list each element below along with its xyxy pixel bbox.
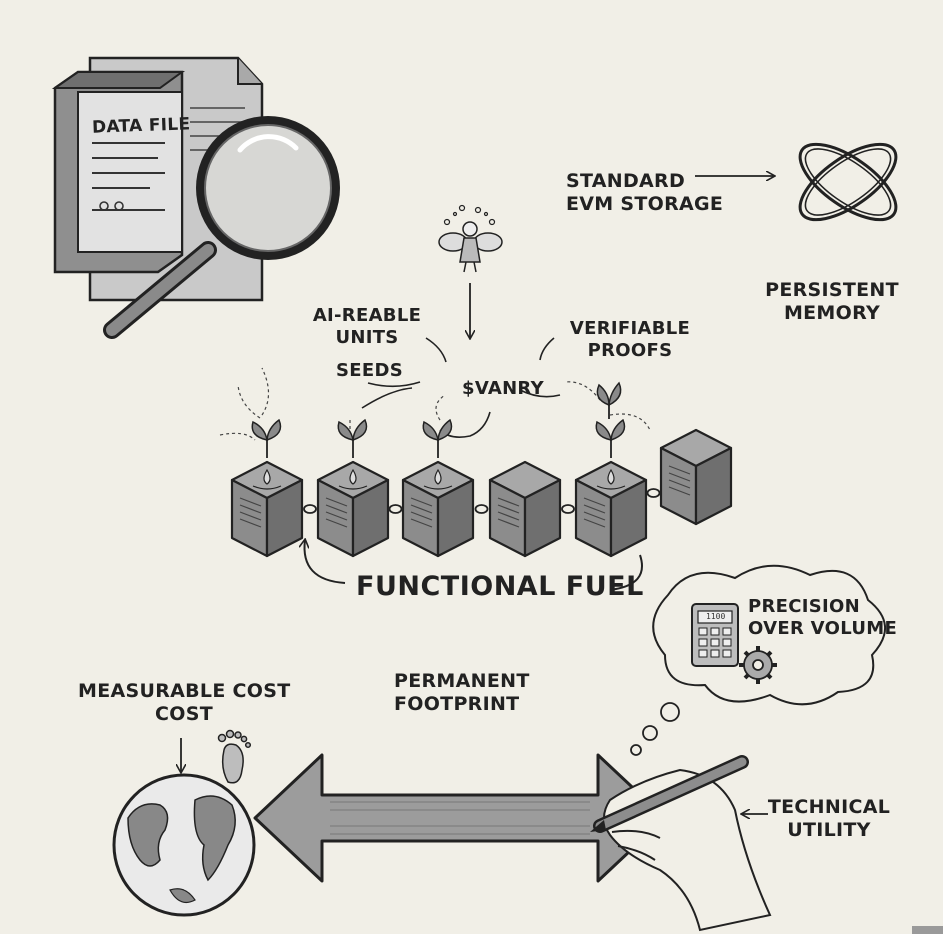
block-icon xyxy=(574,460,648,558)
persistent-memory-label: PERSISTENT MEMORY xyxy=(765,279,899,324)
calculator-icon xyxy=(691,603,739,667)
document-icon xyxy=(51,56,264,302)
sprout-icon xyxy=(422,418,453,458)
standard-evm-storage-label: STANDARD EVM STORAGE xyxy=(566,170,724,215)
block-icon xyxy=(488,460,562,558)
thought-cloud xyxy=(630,564,887,756)
seeds-label: SEEDS xyxy=(336,360,403,381)
chain-link xyxy=(388,504,403,514)
sprout-icon xyxy=(596,381,622,419)
corner-tab xyxy=(912,926,943,934)
permanent-footprint-label: PERMANENT FOOTPRINT xyxy=(394,670,530,715)
block-icon xyxy=(316,460,390,558)
ai-readable-units-label: AI-REABLE UNITS xyxy=(312,305,422,348)
verifiable-proofs-label: VERIFIABLE PROOFS xyxy=(569,318,691,361)
calculator-display: 1100 xyxy=(706,612,726,621)
chain-link xyxy=(474,504,489,514)
magnifier-icon xyxy=(103,116,340,339)
block-icon xyxy=(230,460,304,558)
sprout-icon xyxy=(251,418,282,458)
fairy-icon xyxy=(438,204,503,273)
sprout-icon xyxy=(595,418,626,458)
block-icon xyxy=(659,428,733,526)
chain-link xyxy=(646,488,661,498)
vanry-label: $VANRY xyxy=(462,378,544,399)
data-file-label: DATA FILE xyxy=(91,114,191,138)
globe-icon xyxy=(112,773,256,917)
pen-icon xyxy=(590,755,749,833)
sparkle-trails xyxy=(219,367,651,441)
chain-link xyxy=(561,504,575,514)
precision-over-volume-label: PRECISION OVER VOLUME xyxy=(748,596,898,639)
gear-icon xyxy=(739,646,777,684)
block-icon xyxy=(401,460,475,558)
chain-link xyxy=(303,504,317,514)
knot-icon xyxy=(798,142,898,222)
blockchain xyxy=(230,381,733,558)
technical-utility-label: TECHNICAL UTILITY xyxy=(767,796,891,841)
sprout-icon xyxy=(337,418,368,458)
functional-fuel-label: FUNCTIONAL FUEL xyxy=(356,571,644,602)
measurable-cost-label: MEASURABLE COST COST xyxy=(78,680,291,725)
fuel-loop xyxy=(305,540,643,591)
footprint-icon xyxy=(217,729,252,784)
